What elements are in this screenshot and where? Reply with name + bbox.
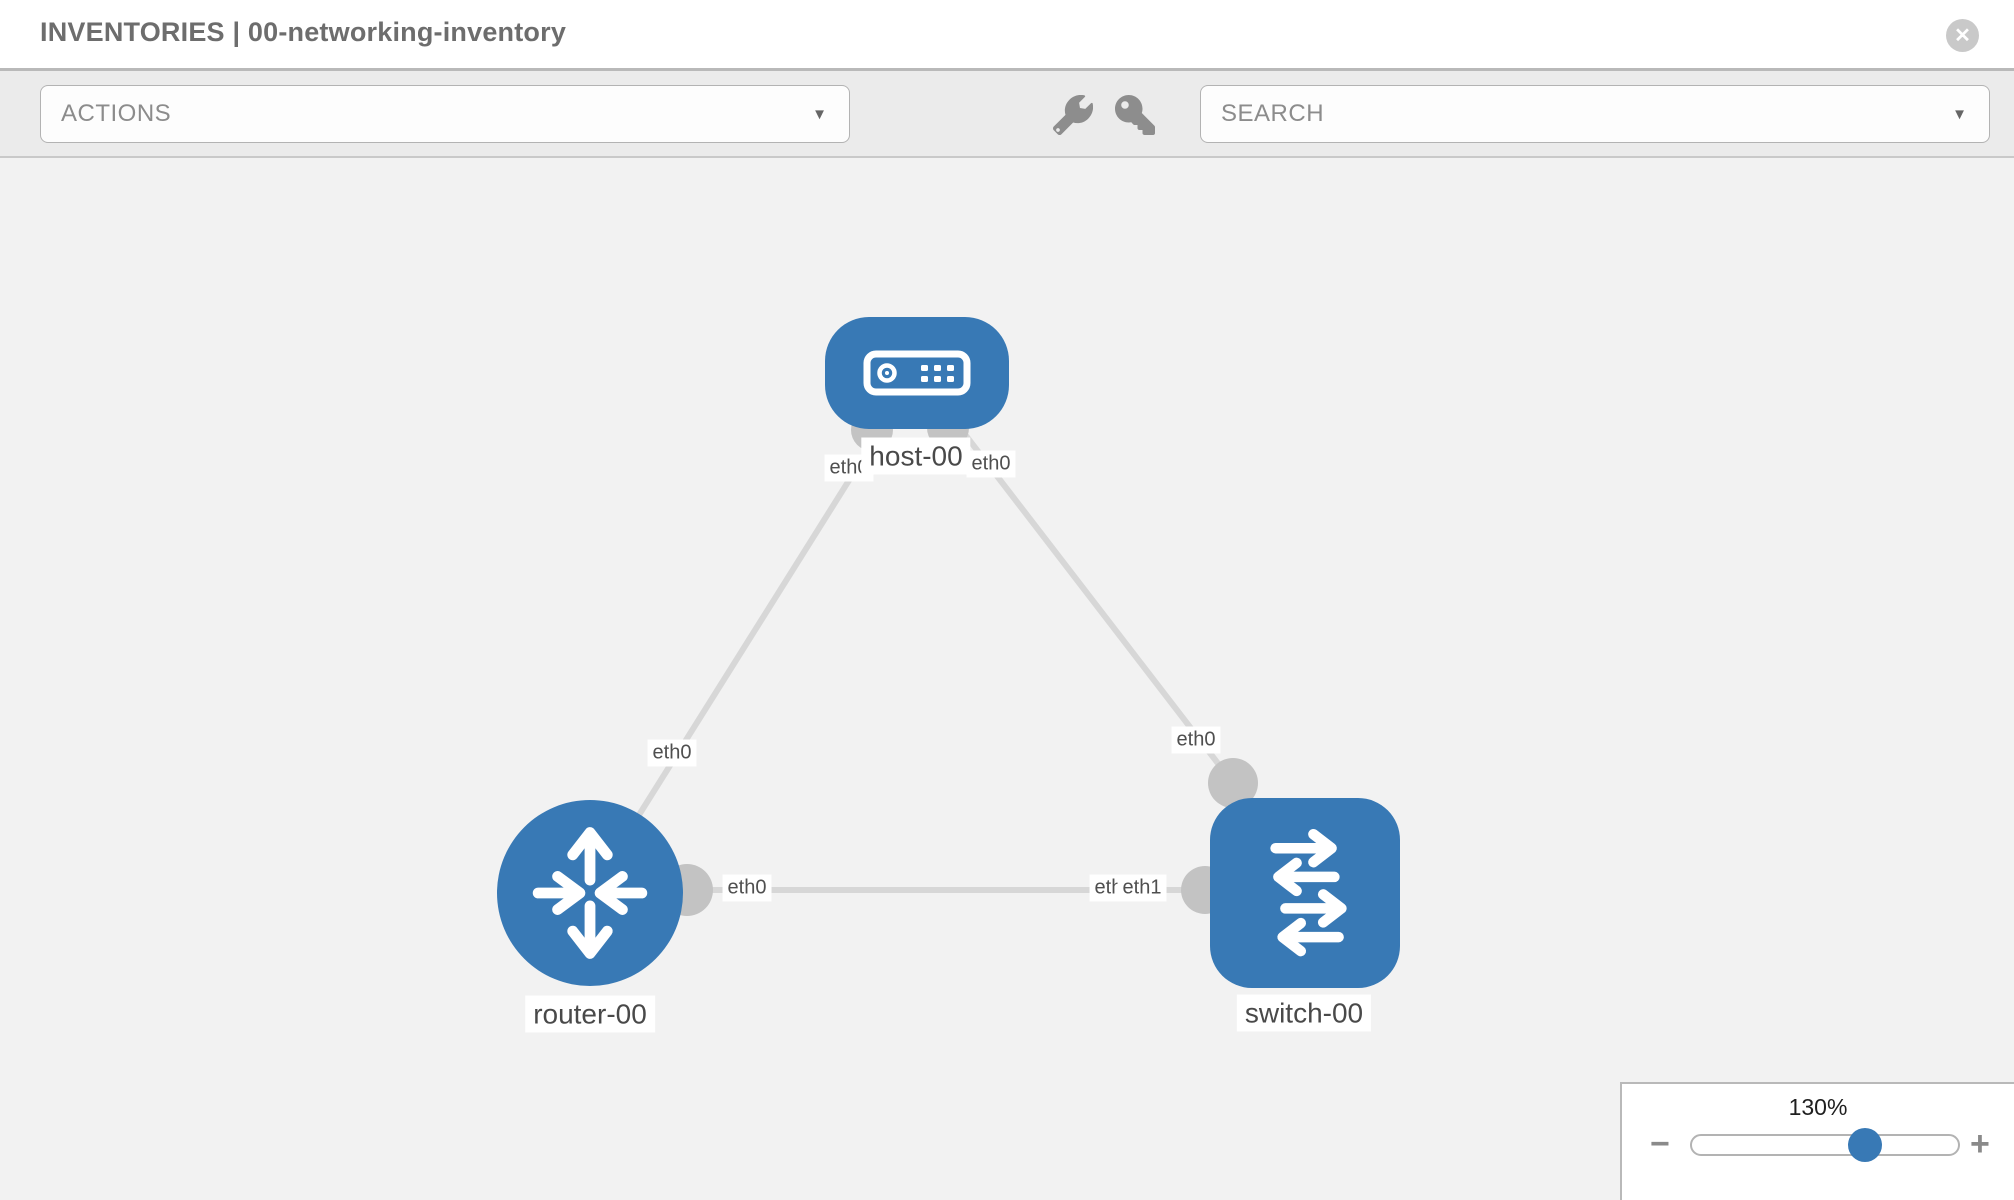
key-icon — [1115, 95, 1155, 135]
node-label-switch: switch-00 — [1236, 994, 1372, 1032]
search-dropdown[interactable]: SEARCH ▼ — [1200, 85, 1990, 143]
actions-dropdown[interactable]: ACTIONS ▼ — [40, 85, 850, 143]
window-header: INVENTORIES | 00-networking-inventory ✕ — [0, 0, 2014, 71]
zoom-control-panel: 130% − + — [1620, 1082, 2014, 1200]
zoom-out-button[interactable]: − — [1650, 1125, 1670, 1163]
topology-canvas[interactable]: eth0 eth0 eth0 eth0 eth0 eth0 eth1 — [0, 158, 2014, 1200]
zoom-level-value: 130% — [1788, 1094, 1848, 1120]
switch-icon — [1270, 828, 1347, 957]
page-title: INVENTORIES | 00-networking-inventory — [40, 17, 567, 47]
interface-label: eth0 — [966, 450, 1016, 478]
node-host-00[interactable] — [825, 317, 1009, 429]
chevron-down-icon: ▼ — [1952, 105, 1967, 123]
credentials-key-button[interactable] — [1115, 95, 1155, 135]
chevron-down-icon: ▼ — [812, 105, 827, 123]
zoom-slider-handle[interactable] — [1848, 1128, 1882, 1162]
node-label-host: host-00 — [861, 437, 971, 475]
zoom-in-button[interactable]: + — [1970, 1125, 1990, 1163]
zoom-slider-track[interactable] — [1690, 1134, 1960, 1156]
interface-label: eth0 — [722, 874, 772, 902]
configure-wrench-button[interactable] — [1053, 94, 1094, 135]
interface-label: eth1 — [1117, 874, 1167, 902]
node-switch-00[interactable] — [1210, 798, 1400, 988]
router-icon — [532, 827, 648, 959]
actions-dropdown-label: ACTIONS — [61, 100, 172, 127]
close-icon[interactable]: ✕ — [1946, 19, 1979, 52]
toolbar: ACTIONS ▼ SEARCH ▼ — [0, 71, 2014, 158]
node-label-router: router-00 — [525, 995, 655, 1033]
topology-links-layer — [587, 370, 1305, 916]
interface-label: eth0 — [647, 739, 697, 767]
node-router-00[interactable] — [497, 800, 683, 986]
search-dropdown-label: SEARCH — [1221, 100, 1325, 127]
interface-label: eth0 — [1171, 726, 1221, 754]
connector-switch-top[interactable] — [1208, 758, 1258, 808]
wrench-icon — [1053, 94, 1094, 135]
host-icon — [863, 350, 971, 396]
